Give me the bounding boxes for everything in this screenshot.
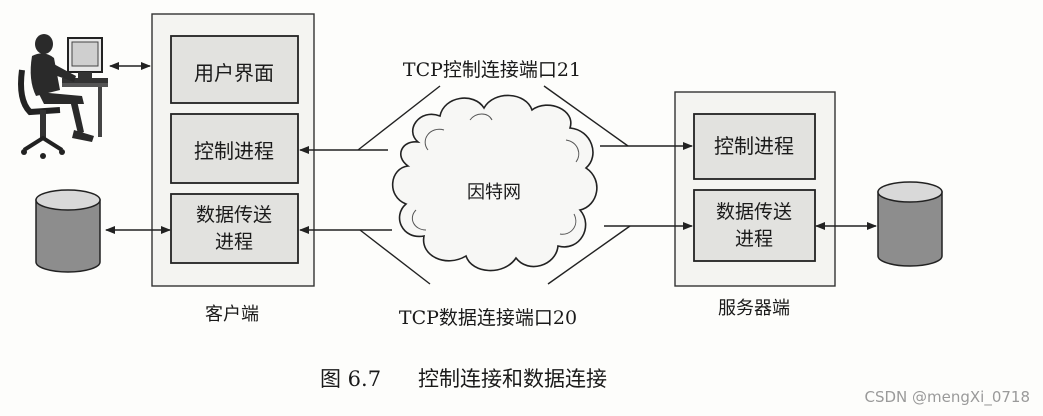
client-control-label: 控制进程 bbox=[194, 139, 274, 163]
client-ui-label: 用户界面 bbox=[194, 61, 274, 85]
client-caption: 客户端 bbox=[205, 304, 259, 325]
server-control-label: 控制进程 bbox=[714, 134, 794, 158]
person-at-computer-icon bbox=[18, 34, 108, 159]
client-data-label-line1: 数据传送 bbox=[196, 204, 272, 226]
data-connection-label: TCP数据连接端口20 bbox=[399, 307, 577, 329]
watermark: CSDN @mengXi_0718 bbox=[864, 388, 1030, 407]
client-box bbox=[151, 13, 315, 287]
control-leader-left bbox=[357, 85, 441, 151]
internet-label: 因特网 bbox=[467, 182, 521, 203]
control-leader-right bbox=[543, 85, 629, 147]
figure-title: 控制连接和数据连接 bbox=[418, 367, 607, 391]
data-leader-right bbox=[547, 225, 631, 285]
internet-cloud-icon bbox=[391, 94, 598, 272]
server-caption: 服务器端 bbox=[718, 298, 790, 319]
client-data-label-line2: 进程 bbox=[215, 231, 253, 253]
data-leader-left bbox=[359, 229, 431, 285]
database-icon bbox=[35, 189, 101, 273]
server-data-label-line2: 进程 bbox=[735, 228, 773, 250]
server-data-label-line1: 数据传送 bbox=[716, 201, 792, 223]
server-box bbox=[674, 91, 836, 287]
control-connection-label: TCP控制连接端口21 bbox=[403, 59, 581, 81]
figure-number: 图 6.7 bbox=[320, 367, 381, 391]
database-icon bbox=[877, 181, 943, 267]
